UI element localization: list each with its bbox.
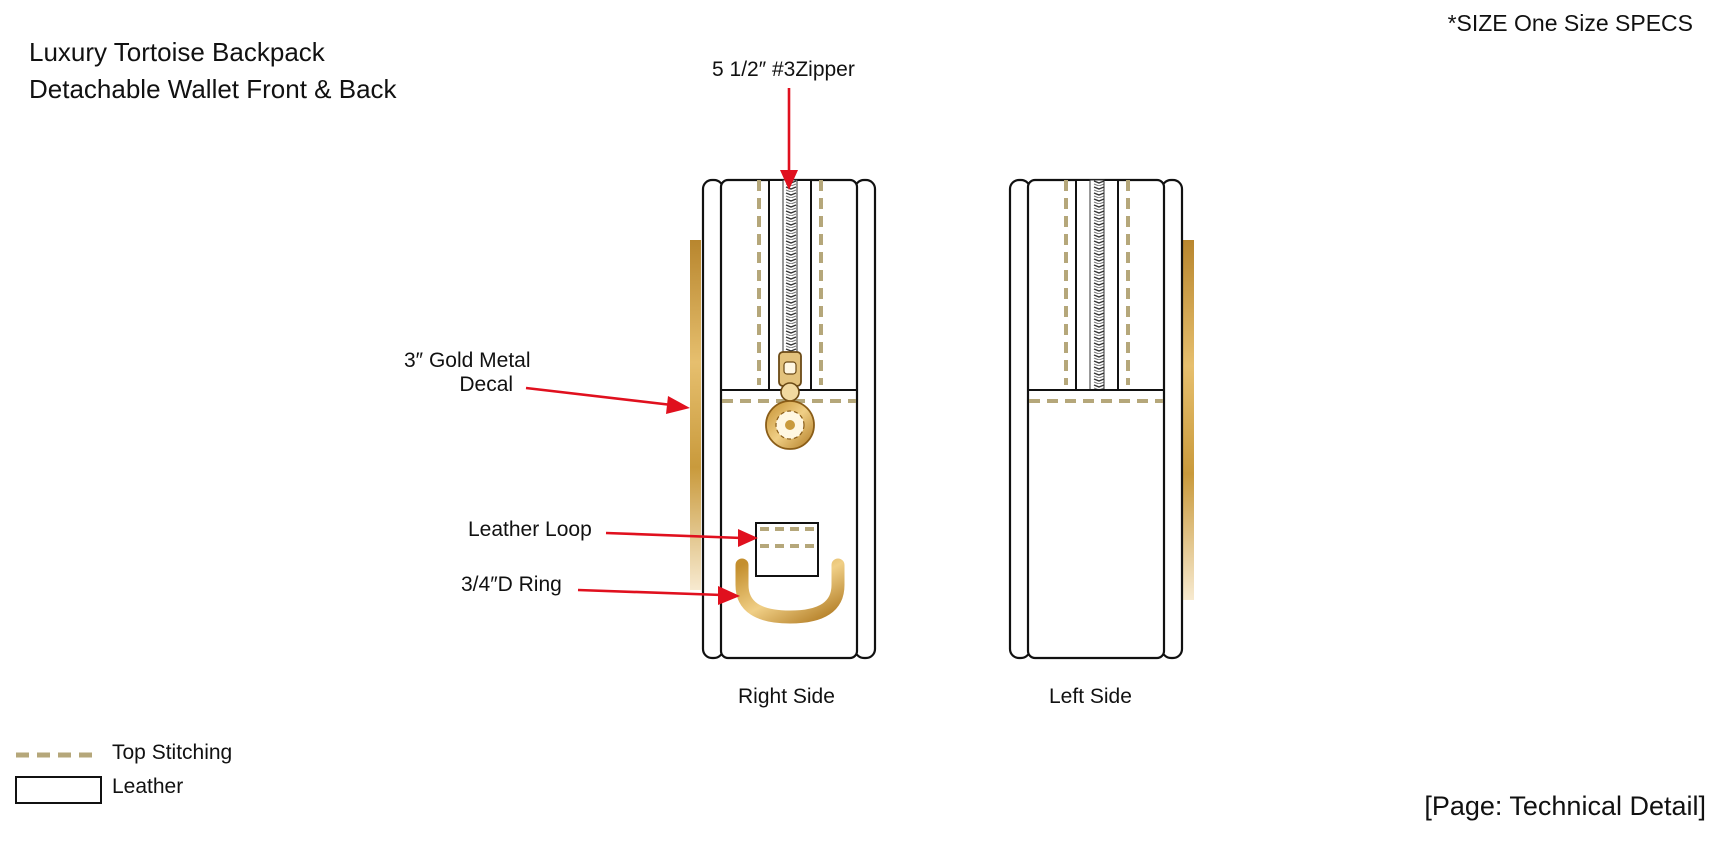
title-line-2: Detachable Wallet Front & Back [29, 74, 397, 104]
gold-metal-decal [690, 240, 701, 590]
left-side-label: Left Side [1049, 685, 1132, 708]
diagram-title: Luxury Tortoise Backpack Detachable Wall… [29, 34, 397, 108]
d-ring [735, 558, 845, 624]
leather-loop-label: Leather Loop [468, 518, 592, 541]
arrow-loop [605, 531, 743, 540]
arrow-decal [525, 386, 673, 407]
size-spec-label: *SIZE One Size SPECS [1447, 10, 1693, 36]
legend-leather-swatch [15, 776, 102, 804]
left-side-view [1008, 178, 1194, 660]
legend-leather-label: Leather [112, 775, 184, 798]
gold-metal-decal-back [1183, 240, 1194, 600]
callout-arrows [525, 88, 798, 605]
arrow-d-ring [577, 588, 723, 597]
decal-label-line-2: Decal [459, 373, 514, 396]
legend [15, 752, 102, 804]
title-line-1: Luxury Tortoise Backpack [29, 37, 325, 67]
zipper-teeth-back [1089, 179, 1105, 391]
right-side-view [690, 178, 877, 660]
decal-label-line-1: 3″ Gold Metal [404, 349, 531, 372]
page-reference: [Page: Technical Detail] [1424, 791, 1706, 821]
legend-stitching-label: Top Stitching [112, 741, 233, 764]
d-ring-label: 3/4″D Ring [461, 573, 562, 596]
decal-label: 3″ Gold Metal Decal [404, 349, 531, 397]
zipper-label: 5 1/2″ #3Zipper [712, 58, 855, 81]
right-side-label: Right Side [738, 685, 835, 708]
zipper-pull [765, 351, 815, 450]
